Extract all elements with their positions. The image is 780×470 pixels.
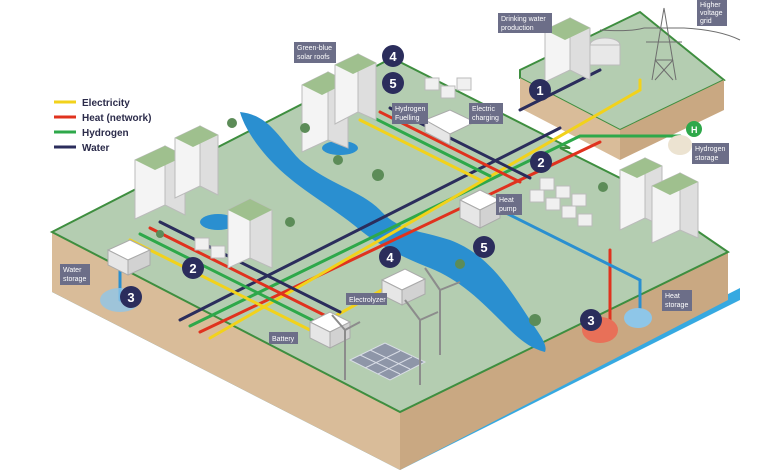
svg-text:Higher: Higher (700, 2, 721, 9)
apartment-right-2 (651, 172, 699, 244)
svg-text:Drinking water: Drinking water (501, 16, 546, 23)
svg-text:4: 4 (386, 250, 394, 265)
fuel-station (423, 109, 477, 146)
water-plant-building (544, 17, 621, 83)
houses-row-right (529, 177, 593, 227)
badge-4-top: 4 (382, 45, 404, 67)
apartment-top-2 (334, 53, 377, 125)
label-higher-voltage-grid: Higher voltage grid (697, 0, 727, 26)
solar-field (348, 342, 427, 381)
svg-text:5: 5 (480, 240, 487, 255)
svg-text:Battery: Battery (272, 336, 295, 343)
svg-text:Green-blue: Green-blue (297, 45, 332, 52)
svg-text:Electric: Electric (472, 106, 495, 113)
heat-line-main (198, 140, 602, 334)
label-water-storage: Water storage (60, 264, 90, 285)
svg-text:charging: charging (472, 115, 499, 122)
svg-text:1: 1 (536, 83, 543, 98)
label-electric-charging: Electric charging (469, 103, 503, 124)
pond-top (322, 141, 358, 155)
svg-text:4: 4 (389, 49, 397, 64)
svg-text:2: 2 (537, 155, 544, 170)
svg-text:Hydrogen: Hydrogen (695, 146, 725, 153)
legend-label-water: Water (82, 143, 110, 154)
legend-label-hydrogen: Hydrogen (82, 128, 129, 139)
label-hydrogen-fuelling: Hydrogen Fuelling (392, 103, 428, 124)
plateau-soil-right (620, 80, 724, 160)
label-electrolyzer: Electrolyzer (346, 293, 387, 305)
badge-2-left: 2 (182, 257, 204, 279)
label-drinking-water: Drinking water production (498, 13, 552, 33)
water-storage-unit (106, 239, 152, 276)
electricity-line-main (208, 78, 642, 340)
svg-text:storage: storage (63, 276, 86, 283)
legend-label-electricity: Electricity (82, 98, 130, 109)
heat-line-cross (148, 226, 332, 320)
badge-3-right: 3 (580, 309, 602, 331)
hydrogen-line-cross (138, 232, 322, 326)
soil-front-right (400, 252, 728, 470)
svg-text:Water: Water (63, 267, 82, 274)
svg-text:storage: storage (695, 155, 718, 162)
svg-text:3: 3 (127, 290, 134, 305)
svg-text:production: production (501, 25, 534, 32)
svg-text:2: 2 (189, 261, 196, 276)
pond-left (200, 214, 236, 230)
label-heat-storage: Heat storage (662, 290, 692, 311)
svg-text:grid: grid (700, 18, 712, 25)
h2-label: H (691, 125, 698, 135)
badge-4-center: 4 (379, 246, 401, 268)
label-hydrogen-storage: Hydrogen storage (692, 143, 729, 164)
svg-text:Heat: Heat (499, 197, 514, 204)
hydrogen-line-main (188, 134, 682, 328)
water-pipe-down (498, 208, 642, 312)
electrolyzer-unit (380, 268, 427, 306)
wind-turbines (331, 267, 461, 385)
hydrogen-storage-blob (668, 135, 692, 155)
svg-text:Fuelling: Fuelling (395, 115, 420, 122)
water-line-cross (158, 220, 342, 314)
apartment-left-2 (174, 125, 219, 199)
svg-text:storage: storage (665, 302, 688, 309)
apartment-center (227, 198, 273, 269)
houses-top (424, 77, 472, 99)
svg-text:3: 3 (587, 313, 594, 328)
legend: Electricity Heat (network) Hydrogen Wate… (54, 98, 151, 154)
svg-text:solar roofs: solar roofs (297, 54, 330, 61)
label-battery: Battery (269, 332, 298, 344)
trees (156, 118, 608, 326)
badge-1: 1 (529, 79, 551, 101)
h2-icon (686, 121, 702, 137)
houses-left (194, 237, 226, 259)
power-pylon (599, 7, 741, 81)
hydrogen-line-top (368, 114, 492, 178)
electricity-line-top (358, 118, 482, 182)
heat-storage-blue-blob (624, 308, 652, 328)
badge-3-left: 3 (120, 286, 142, 308)
badge-2-right: 2 (530, 151, 552, 173)
svg-text:5: 5 (389, 76, 396, 91)
badge-5-top: 5 (382, 72, 404, 94)
label-heat-pump: Heat pump (496, 194, 522, 215)
legend-label-heat: Heat (network) (82, 113, 151, 124)
svg-text:pump: pump (499, 206, 517, 213)
badge-5-center: 5 (473, 236, 495, 258)
heat-pump-unit (458, 189, 502, 229)
svg-text:Hydrogen: Hydrogen (395, 106, 425, 113)
label-green-blue-roofs: Green-blue solar roofs (294, 42, 336, 63)
svg-text:Heat: Heat (665, 293, 680, 300)
svg-text:Electrolyzer: Electrolyzer (349, 297, 386, 304)
svg-text:voltage: voltage (700, 10, 723, 17)
